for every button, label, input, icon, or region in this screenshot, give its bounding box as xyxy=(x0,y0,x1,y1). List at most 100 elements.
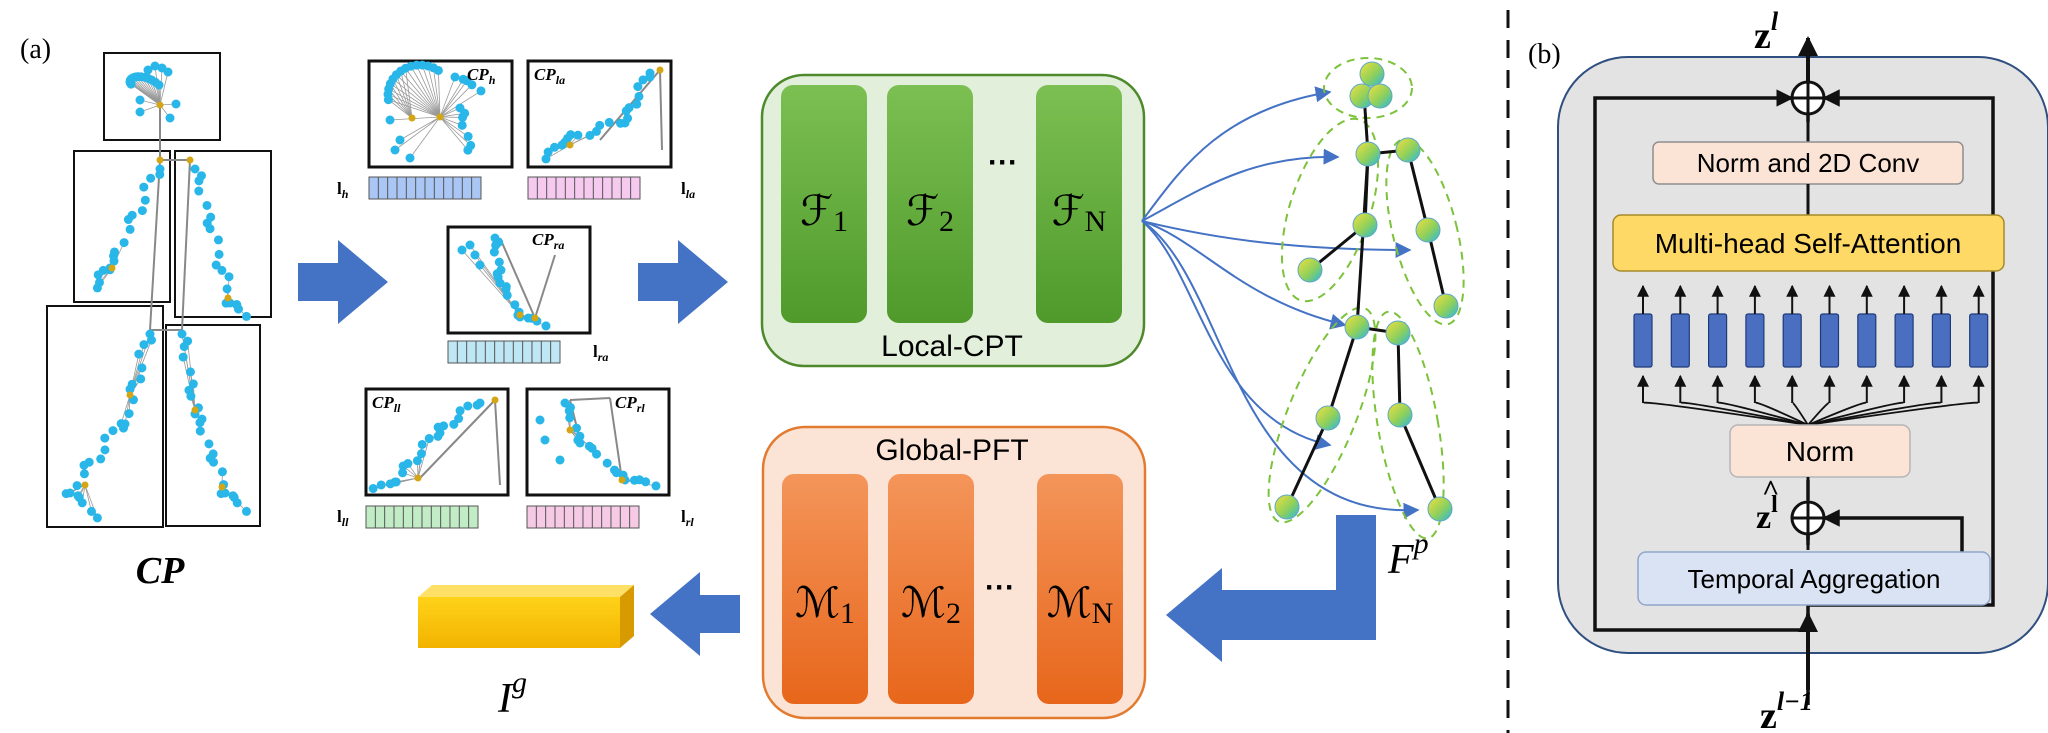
flow-arrow-2 xyxy=(638,240,728,324)
fp-joint-10 xyxy=(1385,320,1411,346)
global-ellipsis: ··· xyxy=(985,571,1015,604)
crop-ll-tokens xyxy=(365,505,479,529)
flow-arrow-1 xyxy=(298,240,388,324)
norm-box xyxy=(1729,424,1911,478)
feature-arrows xyxy=(1141,86,1420,519)
z-hat-label: zl xyxy=(1756,492,1778,536)
token-bar-2 xyxy=(1707,313,1728,368)
norm-label: Norm xyxy=(1786,436,1854,467)
panel-b-block: Norm and 2D Conv Multi-head Self-Attenti… xyxy=(1557,38,2048,705)
fp-joint-14 xyxy=(1427,496,1453,522)
svg-text:CPra: CPra xyxy=(532,230,564,252)
crop-h-title: CP xyxy=(467,65,489,84)
norm-conv-label: Norm and 2D Conv xyxy=(1697,148,1920,178)
global-block-1-label: ℳ1 xyxy=(795,581,855,630)
fp-label: Fp xyxy=(1387,527,1429,583)
local-ellipsis: ··· xyxy=(988,146,1018,179)
panel-a-label: (a) xyxy=(20,34,51,65)
crop-h: CPh lh xyxy=(337,59,514,201)
token-bar-6 xyxy=(1857,313,1877,368)
z-in-label: zl−1 xyxy=(1760,687,1813,733)
crop-la-tokens xyxy=(527,176,641,200)
local-block-n xyxy=(1036,85,1122,323)
token-bar-5 xyxy=(1819,313,1840,368)
global-block-n xyxy=(1037,474,1123,704)
fp-joint-8 xyxy=(1433,293,1459,319)
global-pft-module: Global-PFT ℳ1 ℳ2 ℳN ··· xyxy=(761,425,1147,720)
fp-skeleton xyxy=(1267,57,1465,540)
fp-joint-3 xyxy=(1355,141,1381,167)
fp-joint-2 xyxy=(1367,83,1393,109)
crop-ll-title: CP xyxy=(372,393,394,412)
token-bar-9 xyxy=(1969,313,1989,368)
local-block-n-label: ℱN xyxy=(1052,189,1107,238)
attention-tokens xyxy=(1633,284,1989,426)
crop-rl-title: CP xyxy=(615,393,637,412)
global-block-n-label: ℳN xyxy=(1047,581,1114,630)
crop-rl-token-label: l xyxy=(681,507,686,526)
crop-ra-title: CP xyxy=(532,230,554,249)
global-pft-title: Global-PFT xyxy=(875,434,1028,467)
local-cpt-title: Local-CPT xyxy=(881,330,1023,363)
crop-ra-token-sub: ra xyxy=(598,350,609,364)
crop-ra: CPra lra xyxy=(446,225,608,364)
z-out-label: zl xyxy=(1754,7,1779,57)
token-bar-4 xyxy=(1782,313,1802,368)
ig-label: Ig xyxy=(497,666,527,722)
svg-text:CPh: CPh xyxy=(467,65,496,87)
fp-joint-12 xyxy=(1387,402,1413,428)
crop-h-token-sub: h xyxy=(342,187,349,201)
crop-ra-sub: ra xyxy=(554,238,565,252)
crop-ll-token-label: l xyxy=(337,507,342,526)
cp-skeleton-crops xyxy=(46,52,272,528)
crop-rl-token-sub: rl xyxy=(686,515,695,529)
local-block-1 xyxy=(781,85,867,323)
flow-arrow-4 xyxy=(650,572,740,656)
svg-text:lra: lra xyxy=(593,342,608,364)
crop-rl-sub: rl xyxy=(637,401,646,415)
crop-h-token-label: l xyxy=(337,179,342,198)
crop-la-title: CP xyxy=(534,65,556,84)
crop-la-token-label: l xyxy=(681,179,686,198)
token-bar-3 xyxy=(1745,313,1765,368)
crop-h-tokens xyxy=(368,176,482,200)
crop-ll-sub: ll xyxy=(394,401,401,415)
crop-rl: CPrl lrl xyxy=(525,387,695,529)
token-bar-8 xyxy=(1931,313,1952,368)
add-node-top xyxy=(1790,80,1826,116)
add-node-mid xyxy=(1790,500,1826,536)
fp-joint-4 xyxy=(1395,137,1421,163)
fp-joint-9 xyxy=(1344,314,1370,340)
local-cpt-module: ℱ1 ℱ2 ℱN ··· Local-CPT xyxy=(760,73,1146,368)
svg-text:CPla: CPla xyxy=(534,65,565,87)
crop-h-sub: h xyxy=(489,73,496,87)
token-bar-1 xyxy=(1670,313,1690,368)
local-block-2 xyxy=(887,85,973,323)
mhsa-box xyxy=(1612,214,2005,272)
fp-joint-0 xyxy=(1359,61,1385,87)
crop-rl-tokens xyxy=(526,505,640,529)
cp-skeleton xyxy=(61,61,251,523)
fp-joint-11 xyxy=(1315,405,1341,431)
flow-arrow-3 xyxy=(1166,515,1376,662)
svg-text:CPll: CPll xyxy=(372,393,401,415)
z-hat-caret: ^ xyxy=(1762,474,1779,507)
local-block-2-label: ℱ2 xyxy=(906,189,954,238)
local-block-1-label: ℱ1 xyxy=(800,189,848,238)
token-bar-0 xyxy=(1633,313,1653,368)
temporal-label: Temporal Aggregation xyxy=(1688,564,1941,594)
fp-joint-6 xyxy=(1415,217,1441,243)
global-block-2 xyxy=(888,474,974,704)
crop-la-sub: la xyxy=(556,73,565,87)
crop-la-token-sub: la xyxy=(686,187,695,201)
fp-joint-13 xyxy=(1274,494,1300,520)
svg-text:lll: lll xyxy=(337,507,349,529)
svg-text:CPrl: CPrl xyxy=(615,393,645,415)
svg-text:lh: lh xyxy=(337,179,349,201)
fp-joint-7 xyxy=(1297,257,1323,283)
fp-joint-5 xyxy=(1352,212,1378,238)
crop-ll: CPll lll xyxy=(337,387,510,529)
crop-ra-tokens xyxy=(447,340,561,364)
mhsa-label: Multi-head Self-Attention xyxy=(1655,228,1962,259)
